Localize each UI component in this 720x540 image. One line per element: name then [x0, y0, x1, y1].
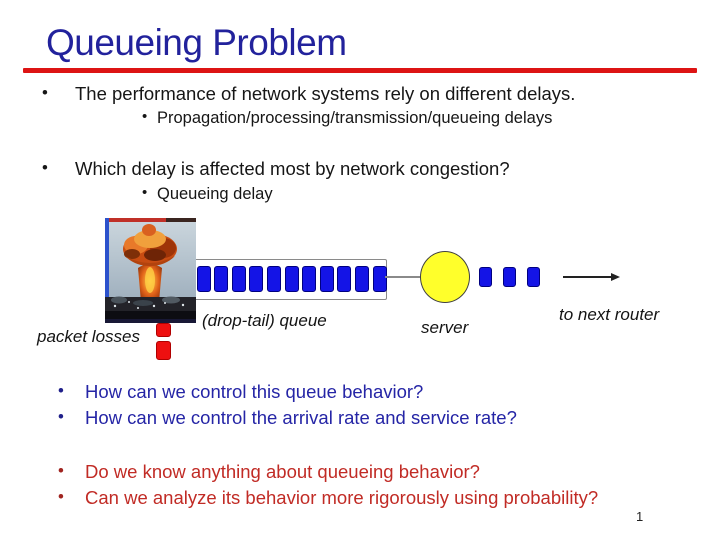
drop-square — [156, 341, 171, 360]
packet-square — [249, 266, 264, 292]
label-to-next-router: to next router — [559, 305, 660, 324]
label-drop-tail-queue: (drop-tail) queue — [202, 311, 327, 330]
question-control-rates: How can we control the arrival rate and … — [58, 407, 517, 429]
drop-square — [156, 323, 171, 337]
packet-square — [214, 266, 229, 292]
queue-to-server-line — [385, 276, 420, 278]
packet-square — [527, 267, 540, 287]
title-underline — [23, 68, 697, 73]
packet-square — [302, 266, 317, 292]
packet-square — [337, 266, 352, 292]
page-number: 1 — [636, 509, 644, 524]
server-circle — [420, 251, 470, 303]
queue-box — [190, 259, 387, 300]
explosion-image — [105, 218, 196, 323]
question-analyze-probability: Can we analyze its behavior more rigorou… — [58, 487, 598, 509]
question-know-behavior: Do we know anything about queueing behav… — [58, 461, 480, 483]
question-control-queue: How can we control this queue behavior? — [58, 381, 423, 403]
packet-square — [372, 266, 387, 292]
dropped-packets — [156, 323, 171, 361]
next-router-arrow — [563, 276, 612, 278]
label-packet-losses: packet losses — [37, 327, 140, 346]
packet-square — [319, 266, 334, 292]
packet-square — [266, 266, 281, 292]
outgoing-packets — [479, 267, 540, 287]
packet-square — [196, 266, 211, 292]
packet-square — [503, 267, 516, 287]
sub-bullet-queueing-delay: Queueing delay — [142, 185, 273, 204]
sub-bullet-delay-types: Propagation/processing/transmission/queu… — [142, 109, 552, 128]
label-server: server — [421, 318, 469, 337]
packet-square — [231, 266, 246, 292]
packet-square — [354, 266, 369, 292]
bullet-delays: The performance of network systems rely … — [42, 83, 575, 105]
arrow-head-icon — [611, 272, 620, 281]
bullet-congestion: Which delay is affected most by network … — [42, 158, 510, 180]
packet-square — [479, 267, 492, 287]
slide-title: Queueing Problem — [46, 22, 347, 63]
packet-square — [284, 266, 299, 292]
